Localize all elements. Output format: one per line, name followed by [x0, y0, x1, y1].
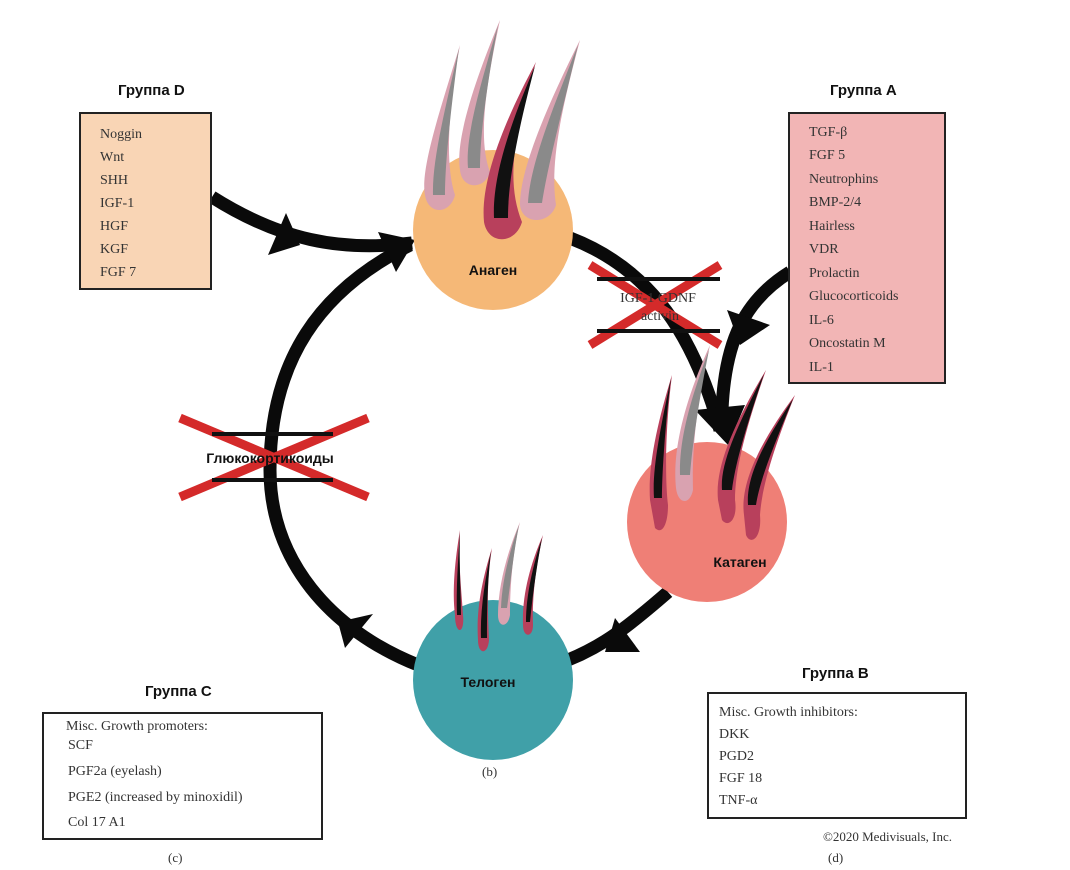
group-b-item: PGD2: [719, 749, 755, 764]
glucocorticoids-label: Глюкокортикоиды: [206, 450, 334, 466]
arrowhead-catagen-to-telogen: [605, 618, 640, 652]
arrowhead-group-a-to-catagen: [727, 310, 770, 345]
group-a-box: TGF-β FGF 5 Neutrophins BMP-2/4 Hairless…: [788, 112, 946, 384]
group-a-item: BMP-2/4: [809, 195, 862, 210]
group-d-item: Noggin: [100, 127, 142, 142]
cycle-arrows: [208, 191, 794, 672]
group-a-item: Glucocorticoids: [809, 289, 899, 304]
group-c-item: PGE2 (increased by minoxidil): [68, 790, 243, 805]
telogen-hairs: [453, 522, 543, 652]
group-a-item: VDR: [809, 242, 839, 257]
group-a-item: FGF 5: [809, 148, 846, 163]
group-d-item: IGF-1: [100, 196, 135, 211]
group-c-item: PGF2a (eyelash): [68, 764, 162, 779]
catagen-phase: Катаген: [627, 345, 795, 602]
telogen-phase: Телоген: [413, 522, 573, 760]
group-c-heading: Misc. Growth promoters:: [66, 719, 208, 734]
inhibitor-label-line1: IGF-1 GDNF: [620, 291, 696, 306]
caption-c: (c): [168, 850, 183, 865]
group-b-item: TNF-α: [719, 793, 758, 808]
arrow-telogen-to-anagen: [263, 239, 421, 672]
catagen-circle: [627, 442, 787, 602]
group-c-item: Col 17 A1: [68, 815, 126, 830]
group-c-item: SCF: [68, 738, 93, 753]
group-b-title: Группа B: [802, 665, 869, 682]
telogen-circle: [413, 600, 573, 760]
group-b-heading: Misc. Growth inhibitors:: [719, 705, 858, 720]
group-d-item: FGF 7: [100, 265, 137, 280]
group-a-item: Oncostatin M: [809, 336, 886, 351]
inhibition-anagen-catagen: IGF-1 GDNF activin: [587, 261, 723, 349]
group-d-item: SHH: [100, 173, 129, 188]
telogen-label: Телоген: [461, 674, 516, 690]
group-a-item: IL-1: [809, 360, 834, 375]
anagen-phase: Анаген: [413, 20, 580, 310]
group-a-item: IL-6: [809, 313, 834, 328]
arrowhead-telogen-to-lower-left: [338, 614, 373, 648]
group-d-item: KGF: [100, 242, 129, 257]
group-c-title: Группа C: [145, 683, 212, 700]
catagen-hairs: [649, 345, 795, 540]
group-d-title: Группа D: [118, 82, 185, 99]
group-a-title: Группа A: [830, 82, 897, 99]
group-a-item: TGF-β: [809, 125, 848, 140]
group-c-box: Misc. Growth promoters: SCF PGF2a (eyela…: [42, 712, 323, 840]
group-b-item: FGF 18: [719, 771, 763, 786]
anagen-label: Анаген: [469, 262, 517, 278]
arrowhead-anagen-to-catagen: [695, 405, 745, 445]
arrowhead-group-d-to-anagen: [268, 213, 300, 255]
caption-b: (b): [482, 764, 498, 779]
anagen-hairs: [424, 20, 580, 240]
group-a-item: Neutrophins: [809, 172, 879, 187]
arrow-group-d-to-anagen: [208, 191, 413, 253]
catagen-label: Катаген: [713, 554, 766, 570]
group-a-item: Prolactin: [809, 266, 860, 281]
group-d-item: HGF: [100, 219, 129, 234]
group-d-box: Noggin Wnt SHH IGF-1 HGF KGF FGF 7: [79, 112, 212, 290]
group-b-box: Misc. Growth inhibitors: DKK PGD2 FGF 18…: [707, 692, 967, 819]
group-b-item: DKK: [719, 727, 750, 742]
group-d-item: Wnt: [100, 150, 125, 165]
group-a-item: Hairless: [809, 219, 855, 234]
inhibitor-label-line2: activin: [641, 309, 679, 324]
caption-d: (d): [828, 850, 844, 865]
copyright: ©2020 Medivisuals, Inc.: [823, 829, 953, 844]
inhibition-telogen-anagen: Глюкокортикоиды: [178, 413, 370, 502]
